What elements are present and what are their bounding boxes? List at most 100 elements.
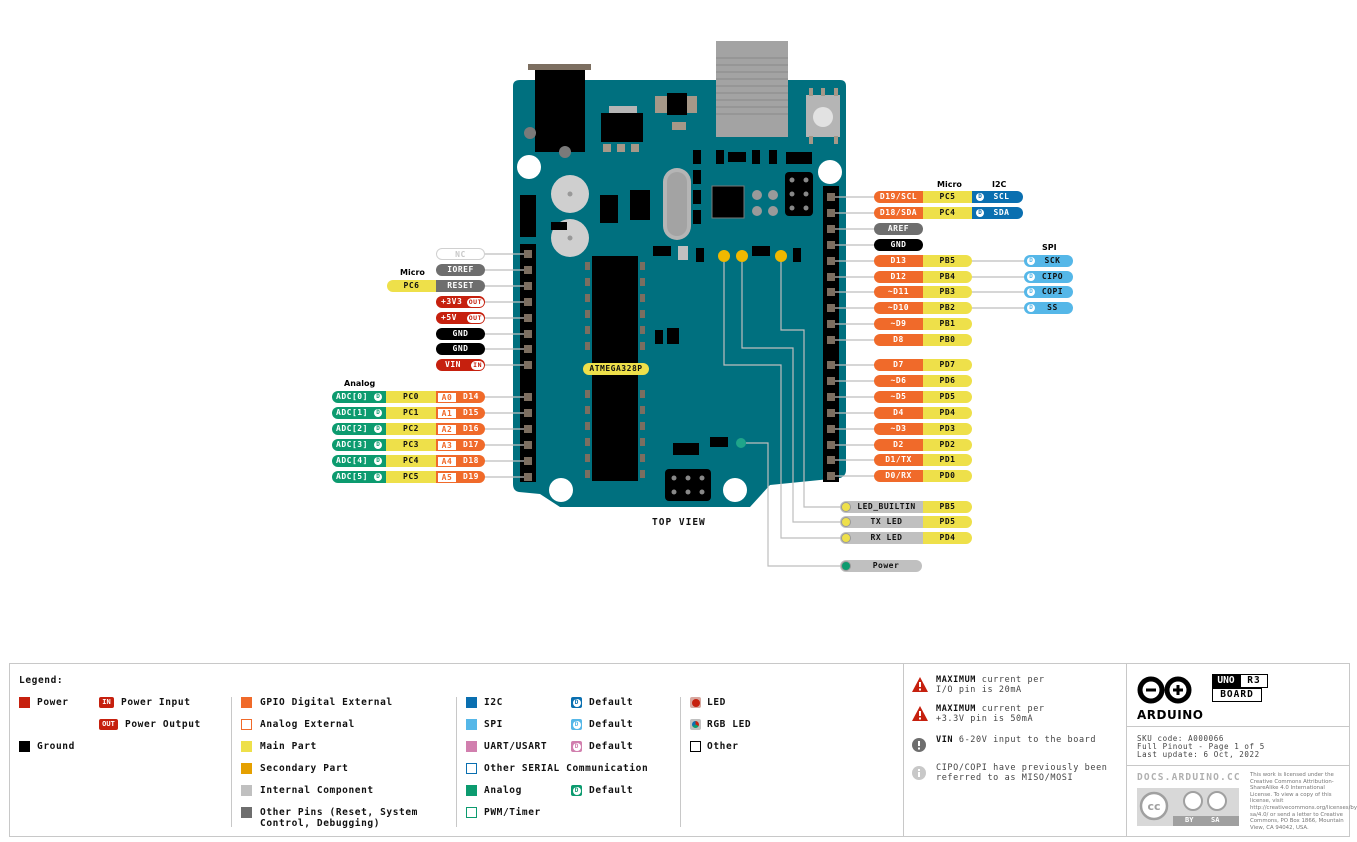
legend-other-serial-communication: Other SERIAL Communication bbox=[484, 763, 649, 774]
mount-hole bbox=[723, 478, 747, 502]
kind-badge: BOARD bbox=[1212, 688, 1262, 702]
note-body: current per I/O pin is 20mA bbox=[936, 675, 1045, 695]
analog-pin-label: A2 bbox=[438, 424, 456, 434]
right-pin-aref: AREF bbox=[874, 223, 923, 235]
micro-port-pd4: PD4 bbox=[923, 407, 972, 419]
analog-group-label: Analog bbox=[344, 379, 376, 388]
i2c-default-icon: D bbox=[976, 209, 984, 217]
swatch-uart bbox=[466, 741, 477, 752]
right-pin-d10: ~D10 bbox=[874, 302, 923, 314]
icsp-header-top bbox=[785, 172, 813, 216]
left-pin-nc: NC bbox=[436, 248, 485, 260]
spi-default-icon: D bbox=[1027, 304, 1035, 312]
i2c-label: I2C bbox=[992, 180, 1007, 189]
header-pin bbox=[827, 456, 835, 464]
left-pin-reset: RESET bbox=[436, 280, 485, 292]
spi-ss: SS bbox=[1024, 302, 1073, 314]
swatch-ground bbox=[19, 741, 30, 752]
right-pin-d11: ~D11 bbox=[874, 286, 923, 298]
analog-default-icon: D bbox=[374, 473, 382, 481]
note-emphasis: MAXIMUM bbox=[936, 675, 977, 685]
power-led-icon bbox=[841, 561, 851, 571]
adc-label: ADC[5] bbox=[332, 471, 386, 483]
led-label-rx-led: RX LED bbox=[840, 532, 923, 544]
legend-pwm-timer: PWM/Timer bbox=[484, 807, 541, 818]
header-pin bbox=[827, 257, 835, 265]
swatch-other bbox=[241, 807, 252, 818]
note-text: MAXIMUM current per I/O pin is 20mA bbox=[936, 675, 1045, 695]
header-pin bbox=[524, 409, 532, 417]
header-pin bbox=[827, 377, 835, 385]
analog-pin-label: A5 bbox=[438, 472, 456, 482]
micro-port-pb3: PB3 bbox=[923, 286, 972, 298]
right-pin-d13: D13 bbox=[874, 255, 923, 267]
power-input-icon: IN bbox=[471, 360, 484, 370]
header-pin bbox=[827, 304, 835, 312]
legend-led: LED bbox=[707, 697, 726, 708]
revision-badge: R3 bbox=[1240, 674, 1268, 688]
analog-port: PC2 bbox=[386, 423, 436, 435]
legend-spi: SPI bbox=[484, 719, 503, 730]
header-pin bbox=[827, 425, 835, 433]
analog-port: PC5 bbox=[386, 471, 436, 483]
legend-uart-usart: UART/USART bbox=[484, 741, 548, 752]
default-icon: D bbox=[571, 697, 582, 708]
micro-port-pd2: PD2 bbox=[923, 439, 972, 451]
header-pin bbox=[827, 225, 835, 233]
digital-alias-label: D17 bbox=[463, 440, 479, 449]
led-tx bbox=[736, 250, 748, 262]
i2c-sda: SDA bbox=[972, 207, 1023, 219]
swatch-pwm bbox=[466, 807, 477, 818]
usb-connector bbox=[716, 41, 788, 137]
micro-port-pc6: PC6 bbox=[387, 280, 436, 292]
right-pin-d8: D8 bbox=[874, 334, 923, 346]
swatch-gpio bbox=[241, 697, 252, 708]
warning-icon bbox=[912, 677, 928, 696]
header-pin bbox=[524, 298, 532, 306]
header-pin bbox=[524, 441, 532, 449]
cc-sa-label: SA bbox=[1211, 816, 1220, 824]
legend-power-output: Power Output bbox=[125, 719, 201, 730]
cc-by-label: BY bbox=[1185, 816, 1194, 824]
legend-other: Other bbox=[707, 741, 739, 752]
led-label-led-builtin: LED_BUILTIN bbox=[840, 501, 923, 513]
analog-pin-label: A3 bbox=[438, 440, 456, 450]
micro-port-pb5: PB5 bbox=[923, 255, 972, 267]
right-pin-d7: D7 bbox=[874, 359, 923, 371]
analog-pin-label: A1 bbox=[438, 408, 456, 418]
micro-port-pd6: PD6 bbox=[923, 375, 972, 387]
led-icon bbox=[841, 517, 851, 527]
docs-link[interactable]: DOCS.ARDUINO.CC bbox=[1137, 772, 1241, 783]
led-label-tx-led: TX LED bbox=[840, 516, 923, 528]
header-pin bbox=[524, 457, 532, 465]
right-pin-d9: ~D9 bbox=[874, 318, 923, 330]
digital-alias-label: D18 bbox=[463, 456, 479, 465]
brand-hsep bbox=[1126, 726, 1350, 727]
right-pin-gnd: GND bbox=[874, 239, 923, 251]
note-emphasis: VIN bbox=[936, 735, 954, 745]
legend-analog: Analog bbox=[484, 785, 522, 796]
license-text: This work is licensed under the Creative… bbox=[1250, 772, 1357, 831]
icsp-header-bottom bbox=[665, 469, 711, 501]
power-output-icon: OUT bbox=[466, 297, 484, 307]
swatch-i2c bbox=[466, 697, 477, 708]
svg-text:cc: cc bbox=[1147, 800, 1160, 813]
legend-other-pins-reset-system-control-debugging: Other Pins (Reset, System Control, Debug… bbox=[260, 807, 418, 829]
header-pin bbox=[524, 473, 532, 481]
right-pin-d4: D4 bbox=[874, 407, 923, 419]
legend-panel: Legend: Power Ground IN Power Input OUT … bbox=[9, 663, 1357, 837]
left-pin-gnd: GND bbox=[436, 343, 485, 355]
spi-copi: COPI bbox=[1024, 286, 1073, 298]
rgb-led-icon bbox=[690, 719, 701, 730]
header-pin bbox=[827, 409, 835, 417]
spi-default-icon: D bbox=[1027, 288, 1035, 296]
header-pin bbox=[524, 330, 532, 338]
mount-hole bbox=[818, 160, 842, 184]
note-body: current per +3.3V pin is 50mA bbox=[936, 704, 1045, 724]
legend-i2c: I2C bbox=[484, 697, 503, 708]
right-pin-d6: ~D6 bbox=[874, 375, 923, 387]
left-pin-gnd: GND bbox=[436, 328, 485, 340]
header-pin bbox=[524, 345, 532, 353]
